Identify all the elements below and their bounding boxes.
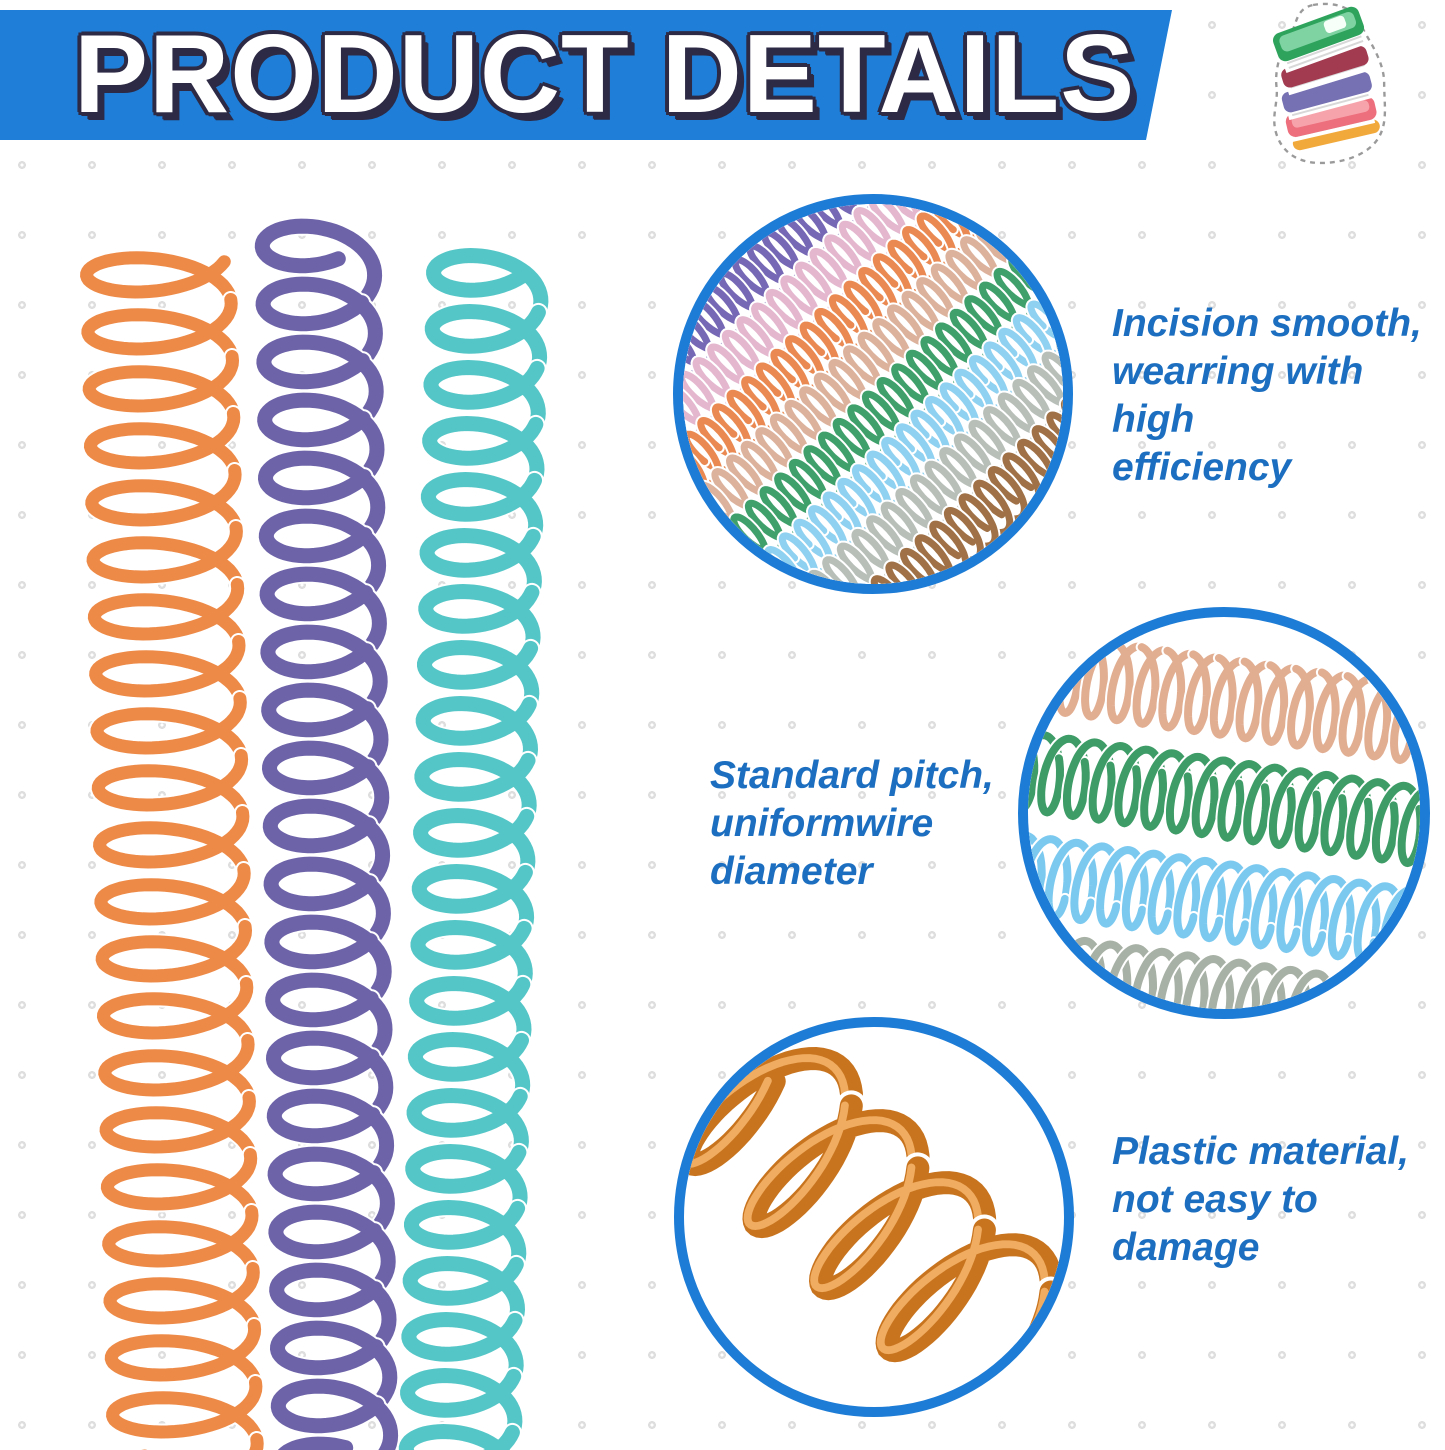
feature-circle-material [674, 1017, 1074, 1417]
feature-circle-incision [673, 194, 1073, 594]
caption-line: Incision smooth, [1112, 302, 1422, 345]
feature-circle-pitch [1018, 607, 1430, 1019]
books-stack-icon [1273, 2, 1387, 165]
caption-line: not easy to [1112, 1178, 1318, 1221]
multicolor-diagonal-coils-image [683, 204, 1063, 584]
feature-caption-pitch: Standard pitch, uniformwire diameter [710, 752, 1020, 896]
caption-line: efficiency [1112, 446, 1292, 489]
product-spiral-coils-image [78, 216, 551, 1450]
feature-caption-incision: Incision smooth, wearring with high effi… [1112, 300, 1445, 492]
header-banner: PRODUCT DETAILS [0, 10, 1172, 140]
books-group [1273, 6, 1380, 151]
caption-line: wearring with high [1112, 350, 1364, 441]
caption-line: damage [1112, 1226, 1260, 1269]
multicolor-horizontal-coils-image [1028, 619, 1420, 1009]
caption-line: diameter [710, 850, 873, 893]
caption-line: Plastic material, [1112, 1130, 1409, 1173]
amber-coil-closeup-image [684, 1043, 1064, 1407]
page-title: PRODUCT DETAILS [74, 12, 1136, 136]
caption-line: uniformwire [710, 802, 934, 845]
feature-caption-material: Plastic material, not easy to damage [1112, 1128, 1445, 1272]
caption-line: Standard pitch, [710, 754, 994, 797]
